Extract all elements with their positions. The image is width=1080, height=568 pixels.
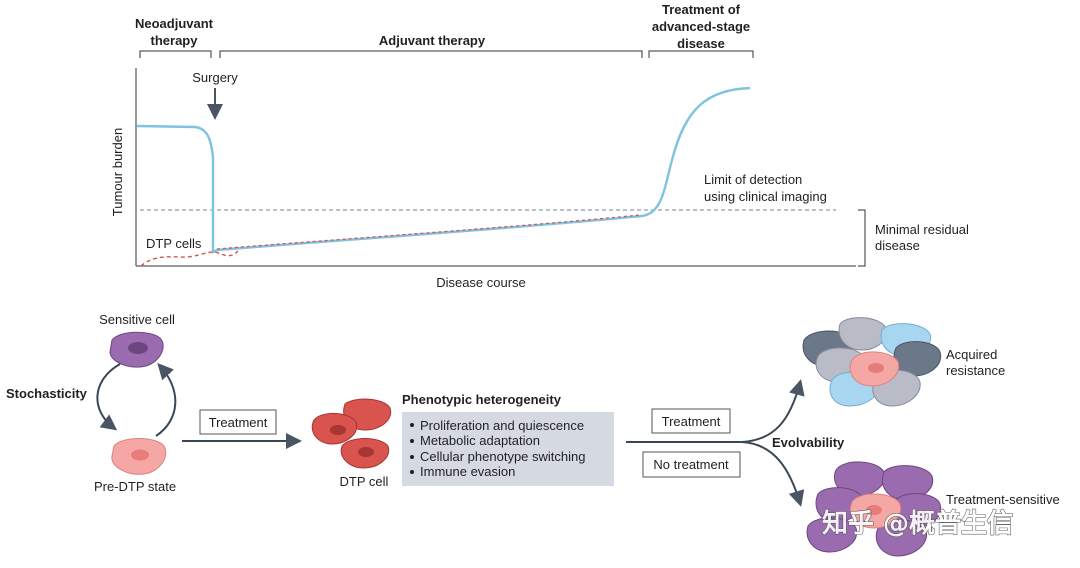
- watermark-text: 知乎 @概普生信: [822, 508, 1013, 539]
- sensitive-cell-icon: [109, 331, 164, 368]
- advanced-label-3: disease: [677, 36, 725, 51]
- heterogeneity-panel: [402, 412, 614, 486]
- dtp-cell-label: DTP cell: [340, 474, 389, 489]
- mrd-label-1: Minimal residual: [875, 222, 969, 237]
- treatment-sensitive-label: Treatment-sensitive: [946, 492, 1060, 507]
- advanced-label-2: advanced-stage: [652, 19, 750, 34]
- sensitive-cell-label: Sensitive cell: [99, 312, 175, 327]
- y-axis-label: Tumour burden: [110, 128, 125, 216]
- branch-arrow-no-treatment: [741, 441, 805, 507]
- no-treatment-label: No treatment: [653, 457, 729, 472]
- heterogeneity-item: Cellular phenotype switching: [420, 449, 585, 464]
- neoadjuvant-label-2: therapy: [151, 33, 199, 48]
- stochasticity-label: Stochasticity: [6, 386, 88, 401]
- pre-dtp-label: Pre-DTP state: [94, 479, 176, 494]
- mrd-label-2: disease: [875, 238, 920, 253]
- cycle-arrow-down: [96, 363, 121, 431]
- adjuvant-label: Adjuvant therapy: [379, 33, 486, 48]
- phase-brackets: [139, 50, 754, 58]
- treatment-sensitive-cluster-icon: [806, 461, 942, 557]
- dtp-overlay-line: [216, 214, 641, 250]
- detection-label-1: Limit of detection: [704, 172, 802, 187]
- heterogeneity-list: Proliferation and quiescence Metabolic a…: [410, 418, 585, 479]
- advanced-label-1: Treatment of: [662, 2, 741, 17]
- treatment-box: [199, 409, 277, 435]
- acquired-label-2: resistance: [946, 363, 1005, 378]
- dtp-cells-cluster-icon: [311, 398, 392, 469]
- treatment-branch-box: [651, 408, 731, 434]
- evolvability-label: Evolvability: [772, 435, 845, 450]
- acquired-resistance-cluster-icon: [802, 317, 942, 407]
- heterogeneity-item: Metabolic adaptation: [420, 433, 540, 448]
- heterogeneity-item: Proliferation and quiescence: [420, 418, 584, 433]
- cycle-arrow-up: [155, 363, 177, 437]
- acquired-label-1: Acquired: [946, 347, 997, 362]
- detection-label-2: using clinical imaging: [704, 189, 827, 204]
- treatment-box-label: Treatment: [209, 415, 268, 430]
- neoadjuvant-label-1: Neoadjuvant: [135, 16, 214, 31]
- tumour-burden-curve: [136, 86, 751, 254]
- surgery-label: Surgery: [192, 70, 238, 85]
- x-axis-label: Disease course: [436, 275, 526, 290]
- pre-dtp-cell-icon: [111, 438, 167, 475]
- axes: [135, 68, 856, 267]
- treatment-branch-label: Treatment: [662, 414, 721, 429]
- no-treatment-box: [642, 451, 741, 478]
- dtp-cells-curve: [140, 250, 239, 267]
- heterogeneity-item: Immune evasion: [420, 464, 515, 479]
- dtp-cells-label: DTP cells: [146, 236, 202, 251]
- mrd-bracket: [858, 209, 866, 267]
- heterogeneity-title: Phenotypic heterogeneity: [402, 392, 562, 407]
